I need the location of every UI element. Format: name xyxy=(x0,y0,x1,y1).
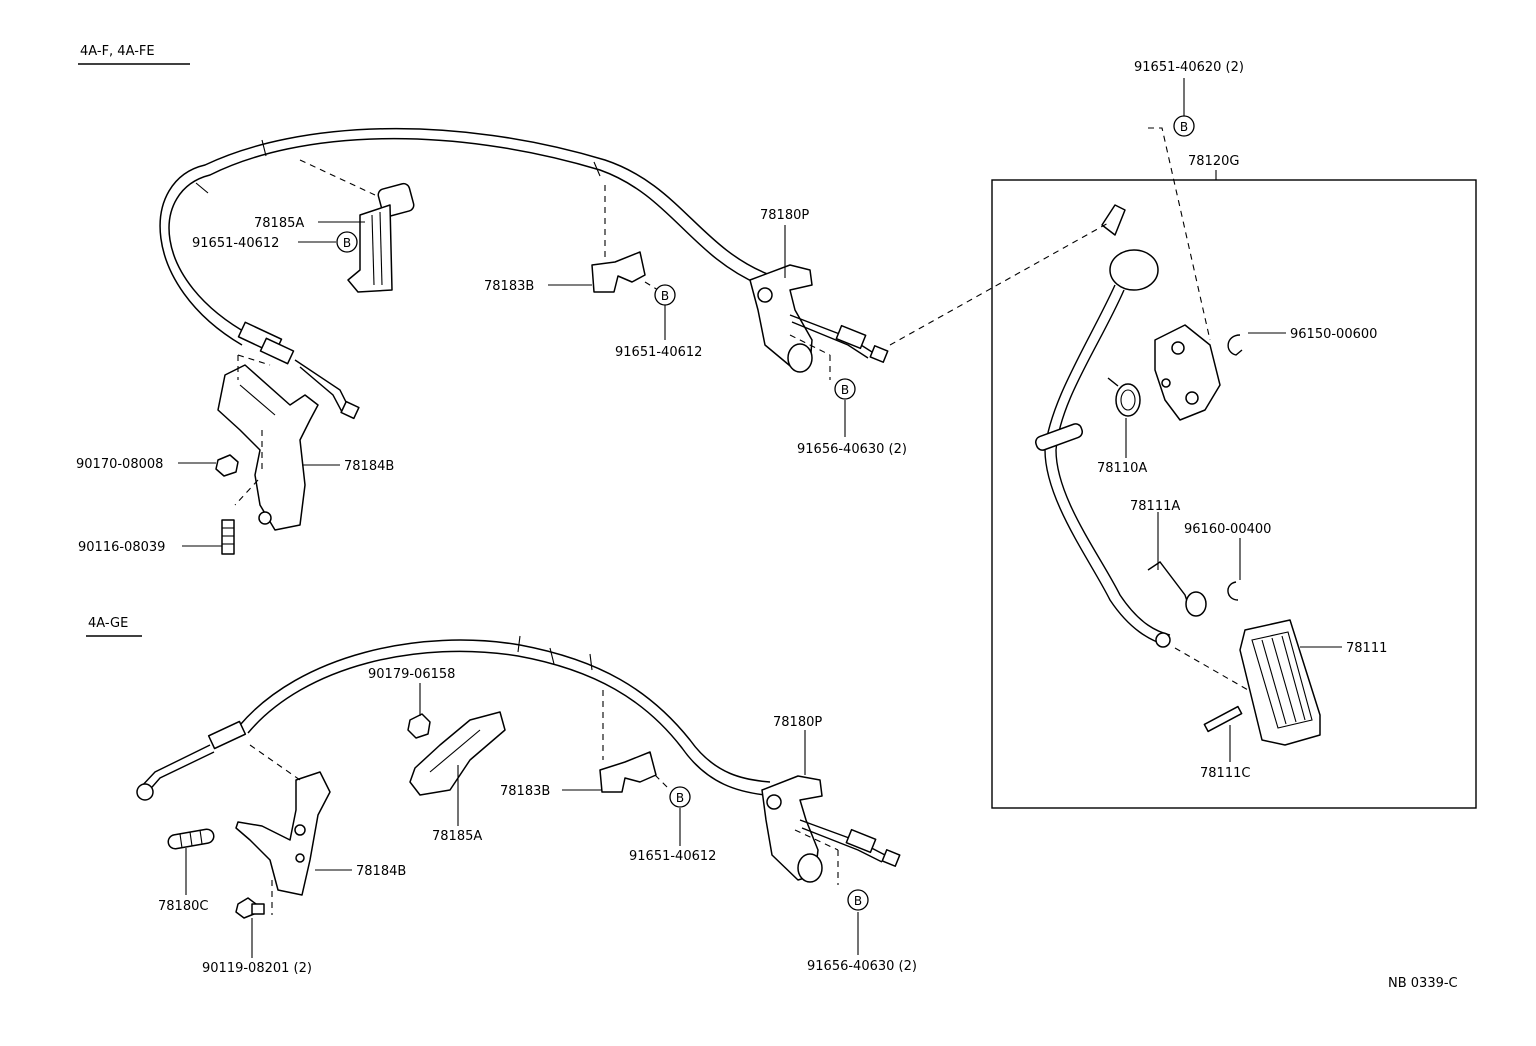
pedal-spring-78110A xyxy=(1107,377,1141,417)
upper-dash-78185A xyxy=(299,159,376,196)
pedal-spring-78111A xyxy=(1147,561,1207,617)
upper-dash-bolt xyxy=(789,334,831,356)
label-96160-00400: 96160-00400 xyxy=(1184,522,1271,537)
pedal-pad-78111 xyxy=(1239,619,1321,746)
dash-cable-to-pedal xyxy=(889,221,1111,346)
dash-pad xyxy=(1174,647,1249,691)
pedal-pin-78111C xyxy=(1203,705,1243,733)
marker-b-upper-78185A: B xyxy=(336,231,358,253)
label-lower-78180C: 78180C xyxy=(158,899,208,914)
lower-dash-bracket xyxy=(249,744,301,781)
lower-bracket-78184B xyxy=(235,771,331,896)
upper-nut-90170-08008 xyxy=(215,454,239,477)
label-78120G: 78120G xyxy=(1188,154,1239,169)
upper-cable-clamp-78183B xyxy=(591,251,646,293)
upper-bracket-78184B xyxy=(217,364,319,531)
label-lower-78185A: 78185A xyxy=(432,829,482,844)
upper-dash-bracket xyxy=(237,354,271,366)
label-91651-40620: 91651-40620 (2) xyxy=(1134,60,1244,75)
lower-cable-clamp-78183B xyxy=(599,751,657,793)
label-78111: 78111 xyxy=(1346,641,1387,656)
svg-text:B: B xyxy=(343,236,351,250)
label-upper-78184B: 78184B xyxy=(344,459,394,474)
label-lower-91651-40612: 91651-40612 xyxy=(629,849,716,864)
label-upper-91651-40612-clamp: 91651-40612 xyxy=(192,236,279,251)
upper-stud-90116-08039 xyxy=(221,519,235,555)
label-78111C: 78111C xyxy=(1200,766,1250,781)
label-78111A: 78111A xyxy=(1130,499,1180,514)
label-upper-90116-08039: 90116-08039 xyxy=(78,540,165,555)
marker-b-upper-78180P: B xyxy=(834,378,856,400)
label-upper-78185A: 78185A xyxy=(254,216,304,231)
upper-accelerator-cable xyxy=(159,127,771,420)
lower-bolt-90119-08201 xyxy=(235,897,265,919)
label-lower-78183B: 78183B xyxy=(500,784,550,799)
clip-96160-00400 xyxy=(1227,581,1239,601)
accelerator-pedal-arm xyxy=(1034,204,1171,648)
label-96150-00600: 96150-00600 xyxy=(1290,327,1377,342)
upper-cable-bracket-78180P xyxy=(749,264,889,373)
label-upper-91651-40612-bracket: 91651-40612 xyxy=(615,345,702,360)
label-upper-90170-08008: 90170-08008 xyxy=(76,457,163,472)
diagram-code: NB 0339-C xyxy=(1388,976,1458,991)
upper-cable-clamp-78185A xyxy=(347,182,415,293)
label-upper-91656-40630: 91656-40630 (2) xyxy=(797,442,907,457)
label-upper-78180P: 78180P xyxy=(760,208,809,223)
lower-nut-90179-06158 xyxy=(407,713,431,739)
svg-text:B: B xyxy=(854,894,862,908)
lower-cable-bracket-78180P xyxy=(761,775,901,883)
dash-bolt-91651-40620 xyxy=(1148,127,1211,341)
upper-dash-bolt-lower xyxy=(234,479,259,506)
section-title-lower: 4A-GE xyxy=(88,616,128,631)
svg-text:B: B xyxy=(661,289,669,303)
label-lower-78184B: 78184B xyxy=(356,864,406,879)
svg-text:B: B xyxy=(1180,120,1188,134)
svg-text:B: B xyxy=(841,383,849,397)
label-lower-78180P: 78180P xyxy=(773,715,822,730)
clip-96150-00600 xyxy=(1227,334,1243,356)
marker-b-pedal: B xyxy=(1173,115,1195,137)
pedal-assembly-box xyxy=(991,179,1477,809)
label-lower-90119-08201: 90119-08201 (2) xyxy=(202,961,312,976)
lower-accelerator-cable xyxy=(136,635,771,801)
leader-lines xyxy=(178,78,1342,958)
svg-text:B: B xyxy=(676,791,684,805)
marker-b-upper-78183B: B xyxy=(654,284,676,306)
label-lower-91656-40630: 91656-40630 (2) xyxy=(807,959,917,974)
marker-b-lower-78180P: B xyxy=(847,889,869,911)
return-spring-78180C xyxy=(167,828,215,850)
marker-b-lower-78183B: B xyxy=(669,786,691,808)
label-78110A: 78110A xyxy=(1097,461,1147,476)
label-lower-90179-06158: 90179-06158 xyxy=(368,667,455,682)
pedal-pivot-bracket xyxy=(1154,324,1221,421)
label-upper-78183B: 78183B xyxy=(484,279,534,294)
lower-dash-bolt xyxy=(794,829,839,851)
section-title-upper: 4A-F, 4A-FE xyxy=(80,44,155,59)
lower-cable-clamp-78185A xyxy=(409,711,506,796)
